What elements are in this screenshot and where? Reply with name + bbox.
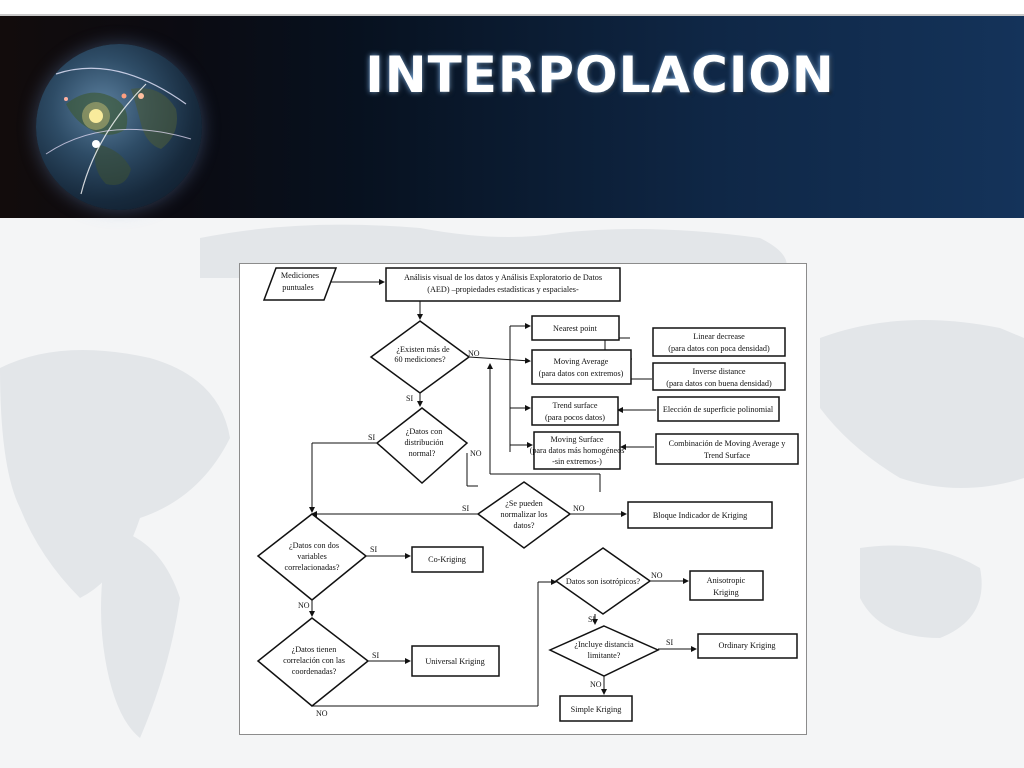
label-no-normal: NO bbox=[470, 449, 482, 458]
decision-variables-label-3: correlacionadas? bbox=[284, 563, 339, 572]
decision-normalizar-label-2: normalizar los bbox=[500, 510, 547, 519]
label-no-60: NO bbox=[468, 349, 480, 358]
label-si-coordenadas: SI bbox=[372, 651, 379, 660]
linear-decrease-label-2: (para datos con poca densidad) bbox=[668, 344, 770, 353]
decision-distancia-label-1: ¿Incluye distancia bbox=[574, 640, 634, 649]
label-si-normal: SI bbox=[368, 433, 375, 442]
input-label-2: puntuales bbox=[282, 283, 313, 292]
anisotropic-label-1: Anisotropic bbox=[707, 576, 746, 585]
decision-normalizar-label-3: datos? bbox=[514, 521, 535, 530]
trend-surface-box bbox=[531, 396, 619, 426]
label-si-variables: SI bbox=[370, 545, 377, 554]
trend-surface-label-1: Trend surface bbox=[553, 401, 598, 410]
co-kriging-box bbox=[411, 546, 484, 573]
inverse-distance-label-1: Inverse distance bbox=[693, 367, 746, 376]
label-no-distancia: NO bbox=[590, 680, 602, 689]
input-node bbox=[262, 267, 338, 301]
aed-label-2: (AED) –propiedades estadísticas y espaci… bbox=[427, 285, 579, 294]
input-label-1: Mediciones bbox=[281, 271, 319, 280]
decision-isotropicos-label: Datos son isotrópicos? bbox=[566, 577, 641, 586]
moving-average-label-1: Moving Average bbox=[554, 357, 609, 366]
anisotropic-kriging-box bbox=[689, 570, 764, 601]
aed-box bbox=[385, 267, 621, 302]
linear-decrease-box bbox=[652, 327, 786, 357]
linear-decrease-label-1: Linear decrease bbox=[693, 332, 745, 341]
decision-distancia bbox=[548, 625, 660, 677]
decision-isotropicos bbox=[554, 547, 652, 615]
combinacion-box bbox=[655, 433, 799, 465]
decision-normal bbox=[375, 407, 469, 485]
decision-60-label-1: ¿Existen más de bbox=[396, 345, 450, 354]
edge-d60-no bbox=[468, 356, 531, 364]
co-kriging-label: Co-Kriging bbox=[428, 555, 466, 564]
nearest-point-label: Nearest point bbox=[553, 324, 598, 333]
inverse-distance-box bbox=[652, 362, 786, 391]
decision-variables-label-2: variables bbox=[297, 552, 327, 561]
inverse-distance-label-2: (para datos con buena densidad) bbox=[666, 379, 772, 388]
bloque-indicador-box bbox=[627, 501, 773, 529]
decision-coordenadas bbox=[256, 617, 370, 707]
eleccion-box bbox=[657, 396, 780, 422]
decision-variables-label-1: ¿Datos con dos bbox=[289, 541, 339, 550]
label-no-coordenadas: NO bbox=[316, 709, 328, 718]
top-strip bbox=[0, 0, 1024, 16]
simple-kriging-box bbox=[559, 695, 633, 722]
decision-60-label-2: 60 mediciones? bbox=[394, 355, 446, 364]
moving-average-box bbox=[531, 349, 632, 385]
trend-surface-label-2: (para pocos datos) bbox=[545, 413, 605, 422]
moving-surface-label-2: (para datos más homogéneos bbox=[530, 446, 625, 455]
label-si-isotropicos: SI bbox=[588, 615, 595, 624]
decision-variables bbox=[256, 513, 368, 601]
globe-image bbox=[36, 44, 202, 210]
decision-normal-label-2: distribución bbox=[404, 438, 443, 447]
nearest-point-box bbox=[531, 315, 620, 341]
combinacion-label-2: Trend Surface bbox=[704, 451, 751, 460]
decision-distancia-label-2: limitante? bbox=[588, 651, 621, 660]
combinacion-label-1: Combinación de Moving Average y bbox=[669, 439, 787, 448]
ordinary-kriging-box bbox=[697, 633, 798, 659]
label-si-normalizar: SI bbox=[462, 504, 469, 513]
label-no-isotropicos: NO bbox=[651, 571, 663, 580]
universal-kriging-label: Universal Kriging bbox=[425, 657, 484, 666]
label-si-distancia: SI bbox=[666, 638, 673, 647]
header-banner: INTERPOLACION bbox=[0, 16, 1024, 218]
decision-normalizar bbox=[476, 481, 572, 549]
decision-coordenadas-label-1: ¿Datos tienen bbox=[292, 645, 337, 654]
eleccion-label: Elección de superficie polinomial bbox=[663, 405, 774, 414]
page-title: INTERPOLACION bbox=[365, 46, 835, 104]
decision-60 bbox=[369, 320, 471, 394]
decision-normal-label-1: ¿Datos con bbox=[406, 427, 443, 436]
anisotropic-label-2: Kriging bbox=[713, 588, 738, 597]
moving-surface-label-3: -sin extremos-) bbox=[552, 457, 602, 466]
moving-average-label-2: (para datos con extremos) bbox=[539, 369, 624, 378]
decision-normal-label-3: normal? bbox=[409, 449, 436, 458]
label-no-variables: NO bbox=[298, 601, 310, 610]
moving-surface-box bbox=[533, 431, 621, 470]
label-no-normalizar: NO bbox=[573, 504, 585, 513]
label-si-60: SI bbox=[406, 394, 413, 403]
decision-normalizar-label-1: ¿Se pueden bbox=[505, 499, 543, 508]
decision-coordenadas-label-3: coordenadas? bbox=[292, 667, 337, 676]
universal-kriging-box bbox=[411, 645, 500, 677]
ordinary-kriging-label: Ordinary Kriging bbox=[718, 641, 775, 650]
interpolation-flowchart: Mediciones puntuales Análisis visual de … bbox=[239, 263, 807, 735]
decision-coordenadas-label-2: correlación con las bbox=[283, 656, 345, 665]
bloque-indicador-label: Bloque Indicador de Kriging bbox=[653, 511, 747, 520]
moving-surface-label-1: Moving Surface bbox=[551, 435, 604, 444]
simple-kriging-label: Simple Kriging bbox=[571, 705, 622, 714]
aed-label-1: Análisis visual de los datos y Análisis … bbox=[404, 273, 602, 282]
